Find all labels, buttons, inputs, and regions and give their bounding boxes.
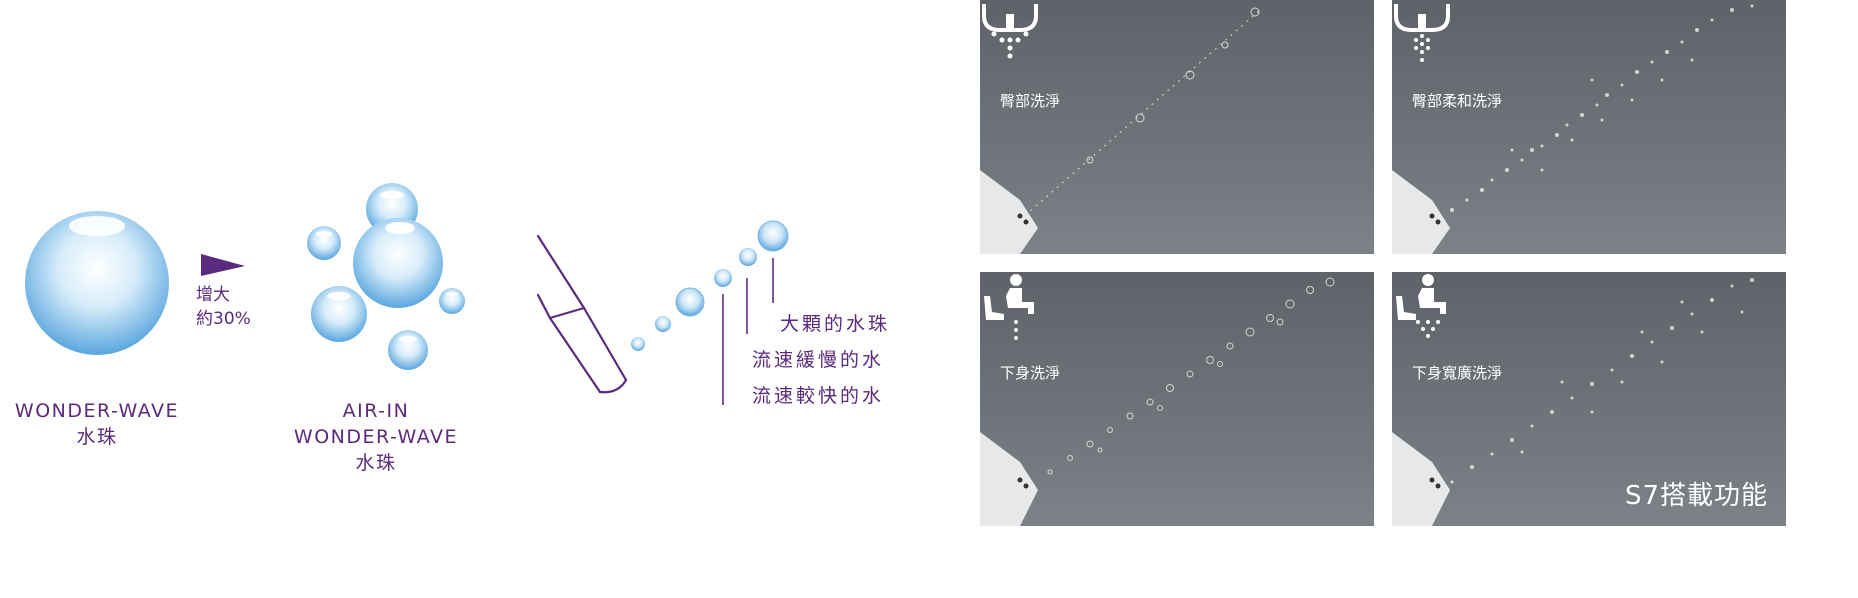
spray-image — [1392, 4, 1754, 254]
air-in-bubble-cluster — [307, 183, 465, 370]
nozzle-wand — [980, 432, 1038, 526]
front-wash-icon — [984, 274, 1034, 340]
panel-label: 臀部柔和洗淨 — [1412, 92, 1503, 110]
spray-image — [980, 277, 1335, 526]
spray-image — [980, 7, 1261, 254]
flow-label-slow-water: 流速緩慢的水 — [752, 349, 885, 371]
arrow-right-icon — [201, 254, 245, 276]
panel-rear-wash: 臀部洗淨 — [980, 0, 1374, 254]
panel-front-wide-wash: 下身寬廣洗淨 S7搭載功能 — [1392, 272, 1786, 526]
size-gain-label: 增大 約30% — [196, 285, 251, 329]
nozzle-diagram — [536, 220, 789, 405]
wonder-wave-caption: WONDER-WAVE 水珠 — [14, 400, 180, 448]
leader-lines — [722, 258, 774, 405]
s7-feature-badge: S7搭載功能 — [1624, 481, 1768, 511]
nozzle-wand — [1392, 432, 1450, 526]
nozzle-outline — [536, 234, 628, 394]
air-in-wonder-wave-caption: AIR-IN WONDER-WAVE 水珠 — [293, 400, 459, 474]
panel-label: 下身寬廣洗淨 — [1412, 364, 1503, 382]
flow-label-fast-water: 流速較快的水 — [752, 385, 885, 407]
water-drops — [631, 220, 789, 351]
panel-rear-soft-wash: 臀部柔和洗淨 — [1392, 0, 1786, 254]
large-water-drop — [25, 211, 169, 355]
panel-label: 臀部洗淨 — [1000, 92, 1061, 110]
flow-label-large-drops: 大顆的水珠 — [780, 313, 891, 335]
bubble-illustration — [25, 183, 465, 370]
nozzle-wand — [1392, 170, 1450, 254]
panel-label: 下身洗淨 — [1000, 364, 1061, 382]
rear-wash-icon — [982, 4, 1038, 59]
front-wide-wash-icon — [1396, 274, 1446, 338]
panel-front-wash: 下身洗淨 — [980, 272, 1374, 526]
rear-soft-wash-icon — [1394, 4, 1450, 62]
spray-image — [1392, 278, 1754, 526]
nozzle-wand — [980, 170, 1038, 254]
